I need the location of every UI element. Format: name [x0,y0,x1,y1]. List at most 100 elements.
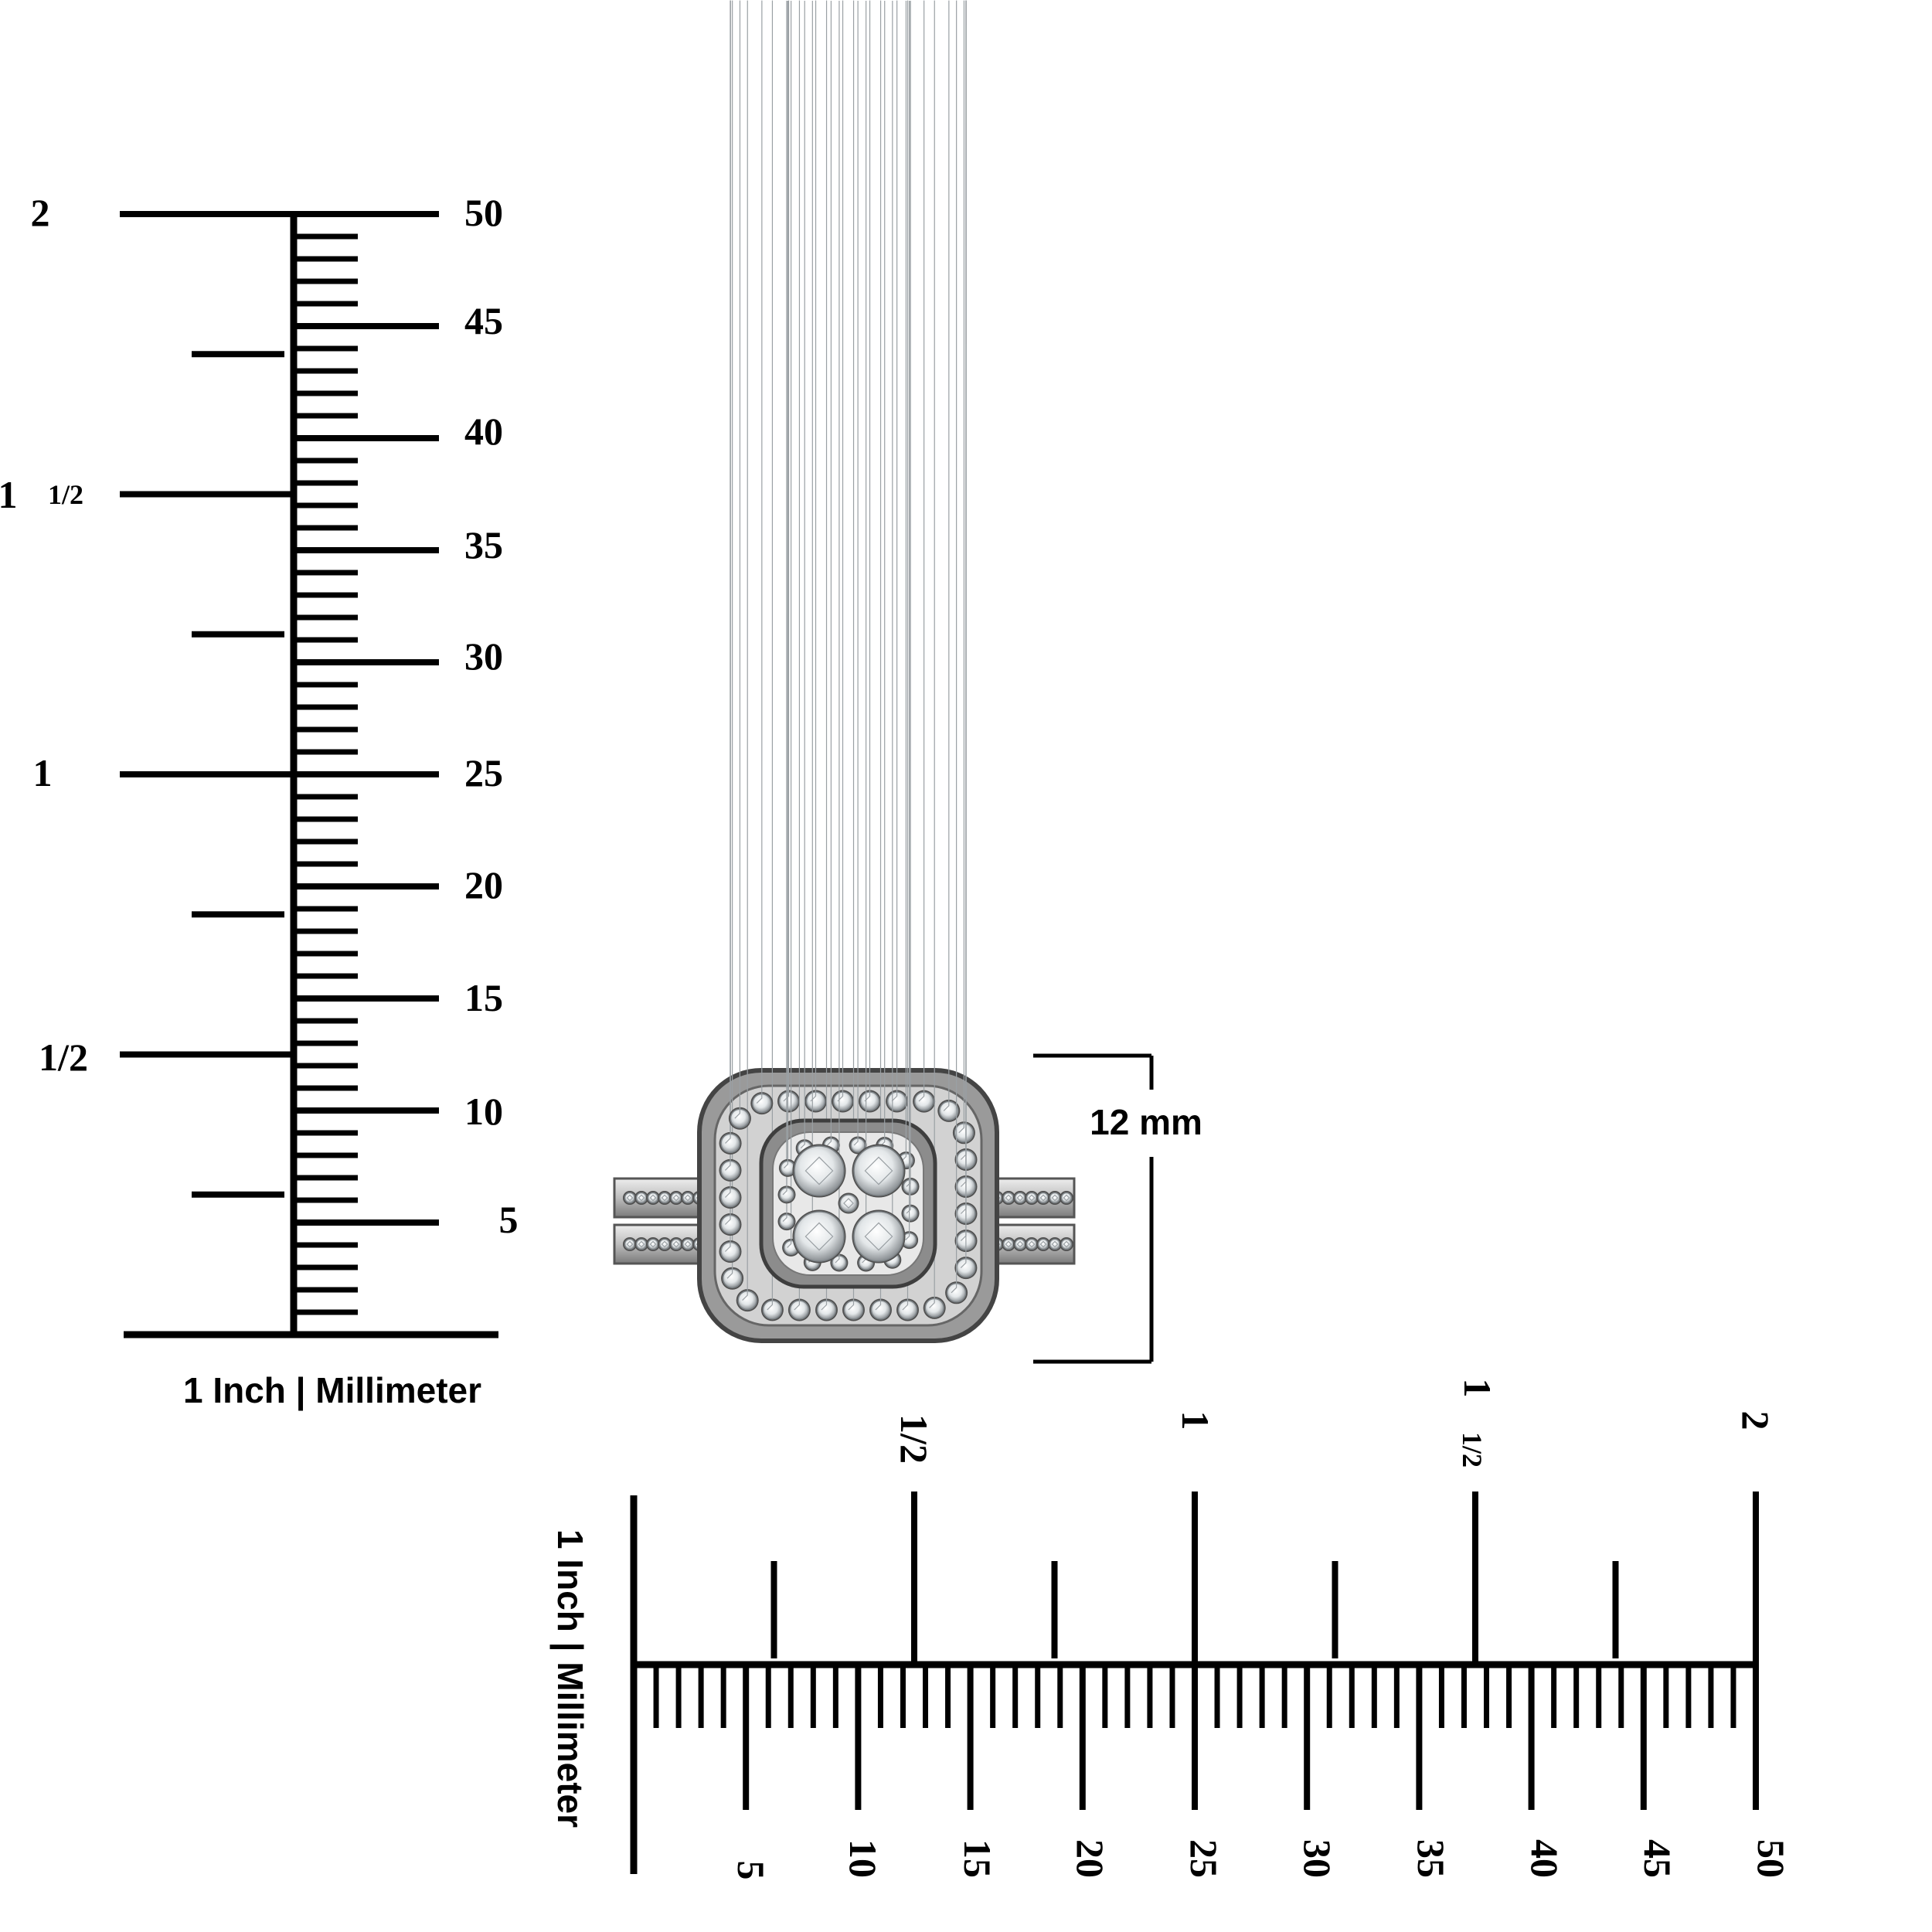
center-cluster-stones [792,1144,906,1264]
band-stone-right-1-6-facet [1063,1240,1070,1248]
band-stone-left-0-5 [681,1191,695,1205]
inner-halo-stone-9 [830,0,849,1272]
halo-head [697,0,999,1343]
band-stone-left-1-1-facet [638,1240,645,1248]
halo-stone-16-facet [875,0,882,1311]
halo-stone-0-facet [783,0,790,1102]
cluster-stone-1 [852,1144,906,1198]
cluster-stone-2-facet [804,1222,834,1251]
halo-stone-12 [954,0,978,1280]
band-stone-right-1-1-gem [1002,1238,1015,1250]
halo-stone-11-facet [960,0,967,1242]
band-stone-right-1-5-gem [1049,1238,1061,1250]
band-stone-right-0-3-gem [1026,1192,1038,1204]
cluster-stone-0-gem [794,1145,845,1196]
band-stone-right-0-1-facet [1005,1194,1012,1202]
band-stone-right-0-5-gem [1049,1192,1061,1204]
halo-stone-28-facet [734,0,741,1119]
inner-halo-stone-13-facet [782,0,787,1196]
halo-stone-16 [869,0,892,1321]
vertical-ruler-inch-label-1: 1 [33,751,53,794]
halo-stone-1 [804,0,827,1113]
halo-stone-10-facet [960,0,967,1214]
band-stone-left-0-1-gem [635,1192,648,1204]
band-stone-left-0-4-gem [670,1192,682,1204]
band-stone-right-0-4-facet [1039,1194,1047,1202]
halo-stone-3-facet [864,0,871,1102]
band-stone-right-1-1-facet [1005,1240,1012,1248]
horizontal-ruler-inch-label-1: 1 [1174,1411,1217,1430]
halo-stone-14 [923,0,946,1319]
band-stone-right-1-4-facet [1039,1240,1047,1248]
vertical-ruler-inch-label-1-whole: 1 [0,473,18,516]
horizontal-ruler-inch-label-half: 1/2 [893,1414,936,1464]
halo-stone-4 [886,0,909,1113]
halo-stone-2-facet [837,0,844,1102]
band-stone-right-0-1-gem [1002,1192,1015,1204]
cluster-stone-2-gem [794,1211,845,1262]
inner-halo-stone-5-facet [906,0,911,1214]
inner-halo-stone-14 [778,0,797,1177]
band-stone-left-1-3-gem [658,1238,671,1250]
halo-stone-28 [728,0,751,1130]
band-stone-left-0-3 [658,1191,672,1205]
halo-stone-12-facet [960,0,967,1269]
halo-stone-1-facet [810,0,817,1102]
halo-stone-19-facet [794,0,801,1311]
horizontal-ruler: 5 10 15 20 25 30 35 40 45 50 1/2 1 1 1/2… [550,1379,1793,1880]
halo-stone-8-facet [960,0,967,1160]
inner-halo-stone-3-facet [902,0,907,1162]
band-stone-left-0-5-gem [682,1192,694,1204]
band-stone-left-0-5-facet [684,1194,692,1202]
halo-stone-7-facet [958,0,965,1134]
halo-stone-20-facet [767,0,774,1311]
halo-stone-27 [719,0,742,1155]
horizontal-ruler-mm-label-10: 10 [842,1839,885,1878]
vertical-ruler-caption: 1 Inch | Millimeter [183,1370,481,1410]
band-stone-left-0-0-gem [624,1192,636,1204]
band-stone-right-0-3-facet [1028,1194,1036,1202]
vertical-ruler-inch-label-half: 1/2 [39,1036,88,1079]
band-stone-right-1-3-facet [1028,1240,1036,1248]
vertical-ruler-mm-label-25: 25 [464,751,503,794]
cluster-stone-3-facet [864,1222,893,1251]
inner-halo-stone-0-facet [827,0,832,1146]
halo-stone-25-facet [724,0,731,1198]
vertical-ruler-mm-label-30: 30 [464,634,503,678]
band-stone-left-0-0-facet [626,1194,634,1202]
halo-stone-21 [736,0,759,1312]
horizontal-ruler-inch-label-1-whole: 1 [1456,1379,1499,1398]
horizontal-ruler-ticks [630,1492,1759,1874]
band-stone-right-0-6-facet [1063,1194,1070,1202]
vertical-ruler-mm-label-15: 15 [464,976,503,1019]
inner-halo-stone-11 [782,0,801,1257]
band-stone-right-0-2-gem [1014,1192,1026,1204]
horizontal-ruler-mm-label-35: 35 [1410,1839,1453,1878]
band-stone-left-1-0-facet [626,1240,634,1248]
halo-stone-17 [842,0,865,1321]
halo-stone-9-facet [960,0,967,1187]
band-stone-right-0-5-facet [1051,1194,1059,1202]
band-stone-left-1-2 [646,1237,660,1251]
band-stone-right-0-6-gem [1060,1192,1073,1204]
halo-stone-7 [952,0,975,1145]
halo-stone-5-facet [918,0,925,1102]
halo-stone-22-facet [726,0,733,1279]
horizontal-ruler-mm-label-50: 50 [1750,1839,1793,1878]
band-stone-left-0-2 [646,1191,660,1205]
halo-stone-17-facet [848,0,855,1311]
inner-halo-stone-4-facet [906,0,911,1187]
inner-halo-stone-11-facet [787,0,792,1248]
halo-stone-18 [815,0,838,1321]
halo-stone-29 [750,0,774,1115]
vertical-ruler-mm-label-10: 10 [464,1090,503,1133]
band-stone-left-0-1 [634,1191,648,1205]
halo-stone-27-facet [725,0,731,1144]
halo-stone-26-facet [724,0,731,1171]
band-stone-left-1-4-facet [672,1240,680,1248]
band-stone-left-1-2-facet [649,1240,657,1248]
halo-stone-6-facet [943,0,950,1111]
cluster-stone-3-gem [853,1211,904,1262]
band-stone-left-1-1 [634,1237,648,1251]
horizontal-ruler-mm-label-15: 15 [956,1839,999,1878]
